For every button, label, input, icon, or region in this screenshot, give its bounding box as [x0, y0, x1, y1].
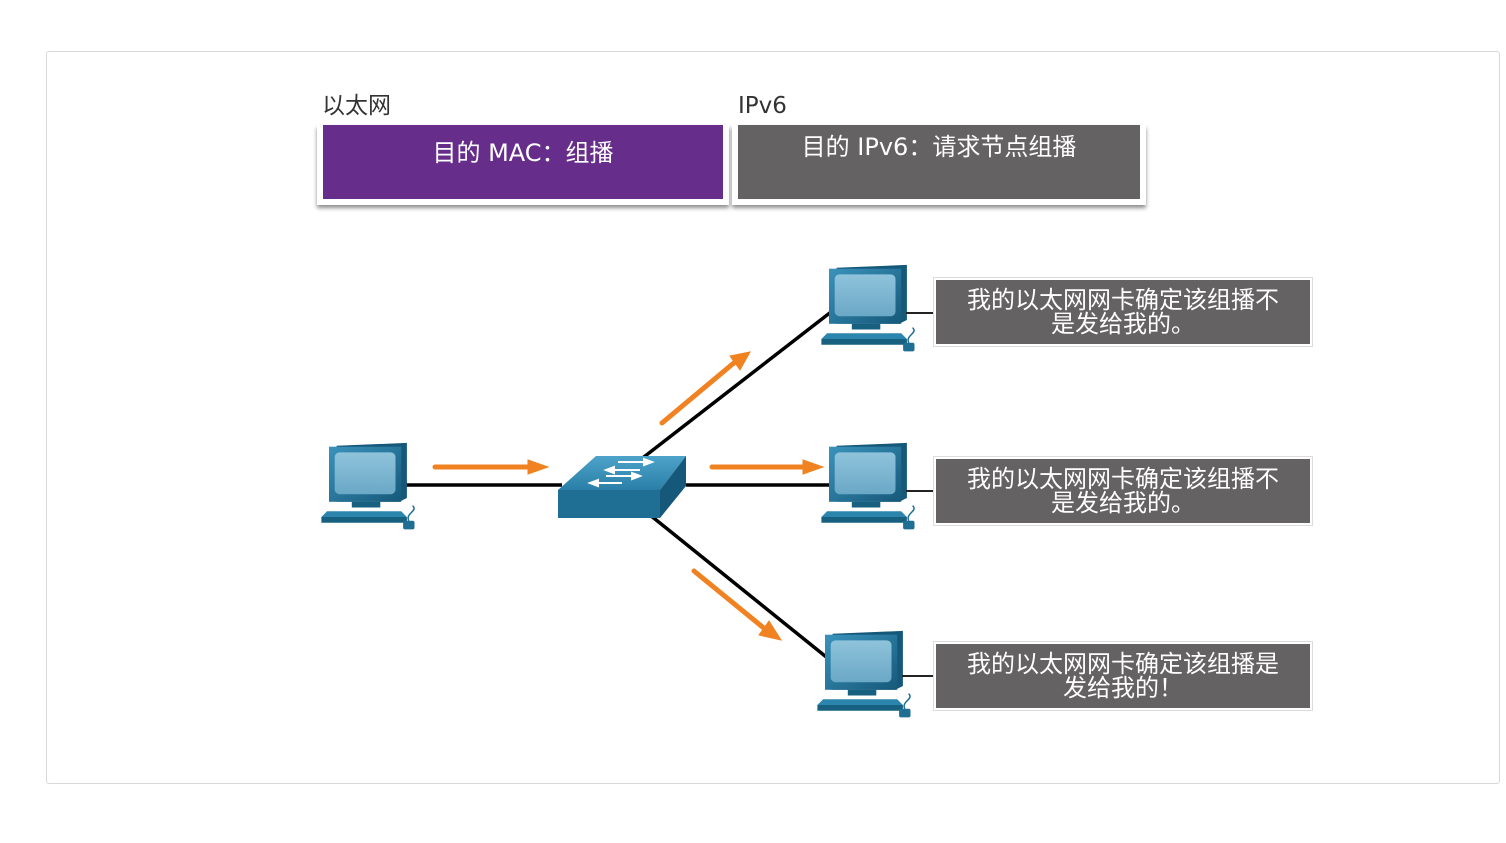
switch-icon — [558, 456, 686, 518]
callout-host1: 我的以太网网卡确定该组播不 是发给我的。 — [933, 277, 1313, 347]
sender-pc-icon — [320, 442, 416, 531]
callout-host2-line1: 我的以太网网卡确定该组播不 — [967, 465, 1279, 493]
ethernet-label: 以太网 — [322, 93, 391, 119]
ipv6-destination-field: 目的 IPv6：请求节点组播 — [732, 125, 1146, 205]
callout-host1-line2: 是发给我的。 — [1051, 310, 1195, 338]
callout-host2-line2: 是发给我的。 — [1051, 489, 1195, 517]
callout-host3-line2: 发给我的！ — [1063, 674, 1183, 702]
arrow-icon-sender — [432, 459, 550, 475]
ethernet-destination-text: 目的 MAC：组播 — [432, 139, 614, 167]
callout-host3: 我的以太网网卡确定该组播是 发给我的！ — [933, 641, 1313, 711]
arrow-icon-host1 — [659, 351, 751, 426]
host3-pc-icon — [816, 630, 912, 719]
link-switch-host1 — [638, 303, 842, 462]
ipv6-destination-text: 目的 IPv6：请求节点组播 — [801, 133, 1077, 161]
network-links — [404, 303, 842, 662]
arrow-icon-host3 — [691, 568, 783, 641]
callout-host1-line1: 我的以太网网卡确定该组播不 — [967, 286, 1279, 314]
callout-host2: 我的以太网网卡确定该组播不 是发给我的。 — [933, 456, 1313, 526]
ethernet-destination-field: 目的 MAC：组播 — [317, 125, 729, 205]
host1-pc-icon — [820, 264, 916, 353]
link-switch-host3 — [648, 513, 832, 662]
callout-host3-line1: 我的以太网网卡确定该组播是 — [967, 650, 1279, 678]
host2-pc-icon — [820, 442, 916, 531]
arrow-icon-host2 — [709, 459, 825, 475]
ipv6-label: IPv6 — [738, 93, 787, 119]
